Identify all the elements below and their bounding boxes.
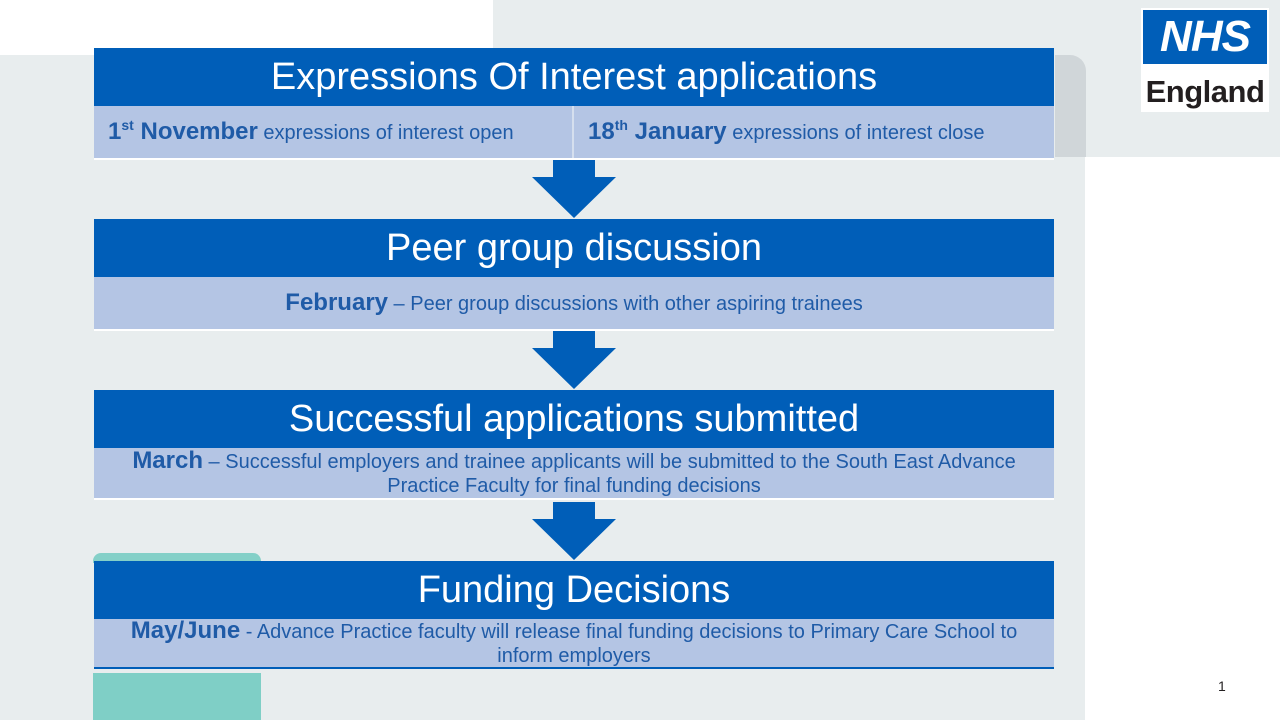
stage-1-right-text: 18th January expressions of interest clo… [588, 116, 985, 145]
england-logo-text: England [1145, 74, 1265, 109]
down-arrow-icon [532, 331, 616, 389]
page-number: 1 [1218, 678, 1226, 694]
down-arrow-icon [532, 502, 616, 560]
stage-1-right-cell: 18th January expressions of interest clo… [574, 106, 1054, 158]
stage-4-text: May/June - Advance Practice faculty will… [130, 616, 1018, 667]
stage-1-left-cell: 1st November expressions of interest ope… [94, 106, 574, 158]
stage-3-text: March – Successful employers and trainee… [132, 446, 1016, 497]
stage-3-body: March – Successful employers and trainee… [94, 448, 1054, 500]
stage-2-text: February – Peer group discussions with o… [285, 288, 863, 316]
down-arrow-icon [532, 160, 616, 218]
stage-4-title: Funding Decisions [94, 561, 1054, 619]
background-corner [0, 0, 493, 55]
stage-3-title: Successful applications submitted [94, 390, 1054, 448]
teal-accent-bottom [93, 673, 261, 720]
stage-2-body: February – Peer group discussions with o… [94, 277, 1054, 331]
teal-accent-top [93, 553, 261, 563]
nhs-logo-text: NHS [1160, 12, 1251, 61]
stage-1-title: Expressions Of Interest applications [94, 48, 1054, 106]
background-right [1086, 157, 1280, 720]
stage-4-body: May/June - Advance Practice faculty will… [94, 616, 1054, 669]
nhs-england-logo: NHS England [1141, 8, 1269, 112]
stage-2-title: Peer group discussion [94, 219, 1054, 277]
stage-1-body: 1st November expressions of interest ope… [94, 106, 1054, 160]
stage-1-left-text: 1st November expressions of interest ope… [108, 116, 514, 145]
nhs-logo-box: NHS [1143, 10, 1267, 64]
background-accent [1055, 55, 1086, 157]
